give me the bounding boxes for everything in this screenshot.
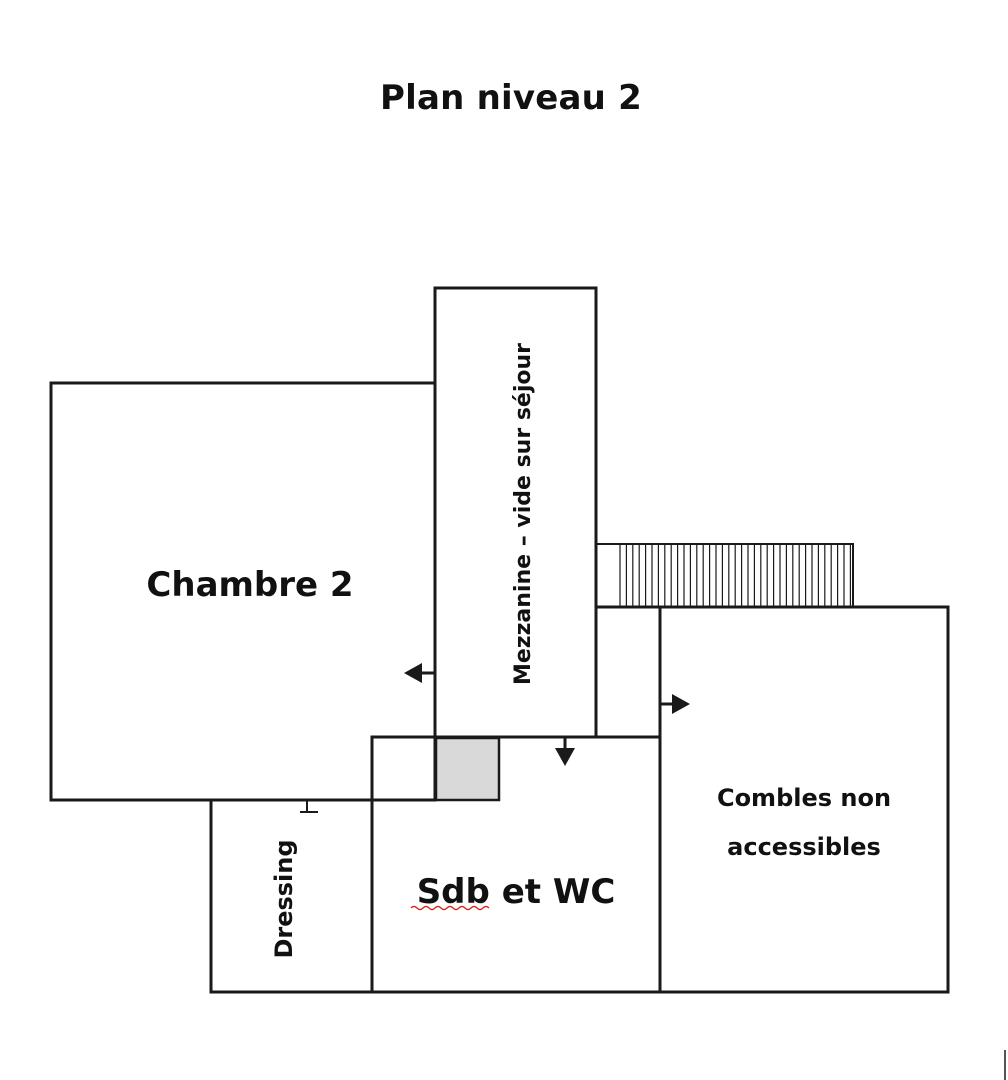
- dressing-door-mark: [300, 800, 318, 813]
- arrow-right-icon: [660, 694, 690, 714]
- label-chambre-2: Chambre 2: [146, 565, 353, 605]
- plan-title: Plan niveau 2: [380, 78, 642, 118]
- spellcheck-underline: [410, 905, 490, 911]
- arrow-down-icon: [555, 737, 575, 766]
- room-sdb-wc: [370, 735, 662, 994]
- label-mezzanine: Mezzanine – vide sur séjour: [511, 343, 536, 685]
- duct-block: [434, 736, 501, 802]
- label-sdb-wc: Sdb et WC: [417, 872, 616, 912]
- label-combles-line1: Combles non: [717, 784, 891, 812]
- arrow-left-icon: [404, 663, 435, 683]
- room-dressing: [209, 798, 374, 994]
- staircase-icon: [595, 543, 854, 608]
- label-dressing: Dressing: [270, 839, 298, 958]
- label-combles-line2: accessibles: [727, 833, 881, 861]
